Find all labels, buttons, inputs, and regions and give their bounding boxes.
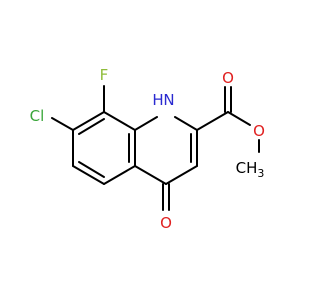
ring-nitrogen-label: N (163, 91, 174, 109)
methyl-label: CH3 (236, 159, 265, 180)
bond-c7-c8 (72, 111, 105, 131)
methyl-subscript: 3 (257, 167, 264, 180)
bond-c4-c4a (134, 165, 167, 185)
bond-ccarbonyl-oester (227, 111, 251, 126)
ester-oxygen-label: O (253, 122, 265, 140)
nh-hydrogen-label: H (152, 91, 163, 109)
chlorine-label: Cl (30, 107, 45, 125)
bond-c8a-n1 (134, 116, 158, 131)
ketone-oxygen-label: O (160, 214, 172, 232)
bond-n1-c2 (174, 116, 198, 131)
carbonyl-oxygen-label: O (222, 69, 234, 87)
molecule-svg: F Cl H N O O O CH3 (30, 66, 265, 232)
fluorine-label: F (100, 66, 109, 84)
bond-c3-c4 (165, 165, 198, 185)
methyl-ch: CH (236, 159, 258, 177)
bond-c8-c8a (103, 111, 136, 131)
bond-c7-cl (51, 117, 74, 131)
bond-c2-ccarbonyl (196, 111, 229, 131)
bond-c5-c6-inner (78, 161, 105, 178)
bond-c4a-c5 (103, 165, 136, 185)
bond-c7-c8-inner (78, 118, 105, 135)
structure-diagram: F Cl H N O O O CH3 (30, 66, 265, 232)
bond-c5-c6 (72, 165, 105, 185)
